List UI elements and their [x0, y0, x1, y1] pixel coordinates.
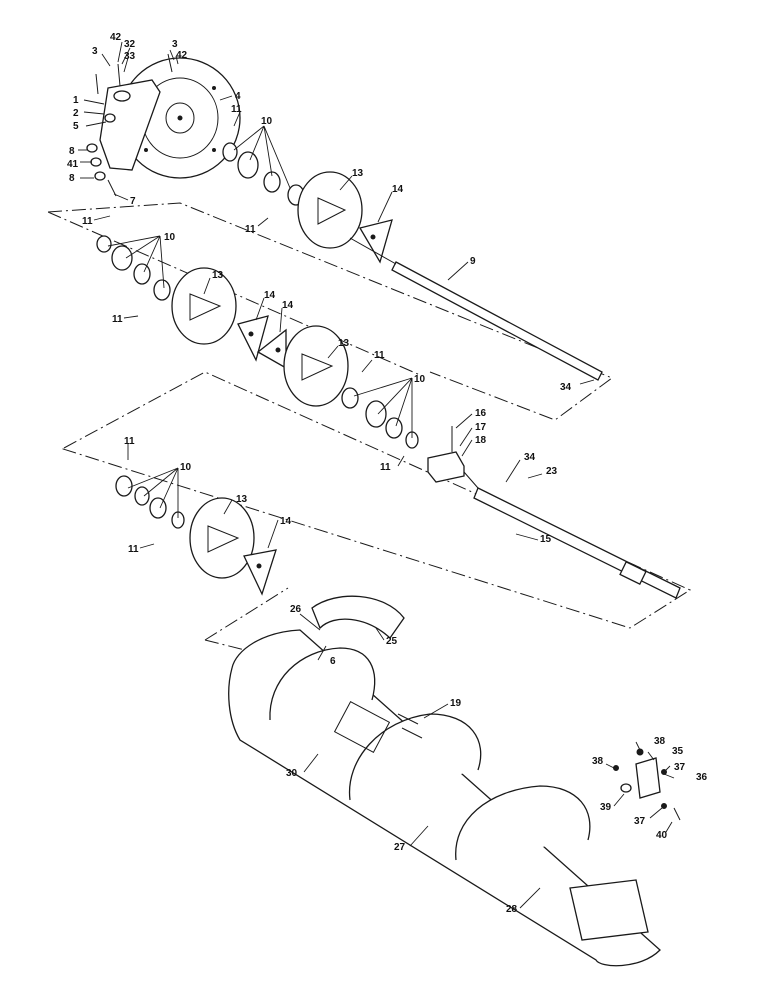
callout-3-b: 3 [172, 39, 178, 50]
callout-25: 25 [386, 636, 398, 647]
auger-tube [228, 629, 661, 967]
callout-28: 28 [506, 904, 518, 915]
callout-6: 6 [330, 656, 336, 667]
callout-14-c: 14 [282, 300, 294, 311]
callout-35: 35 [672, 746, 684, 757]
callout-34-b: 34 [524, 452, 536, 463]
callout-11-f: 11 [380, 462, 391, 473]
callout-13-b: 13 [212, 270, 224, 281]
callout-2: 2 [73, 108, 79, 119]
callout-11-g: 11 [124, 436, 135, 447]
callout-4: 4 [235, 91, 241, 102]
callout-38-a: 38 [654, 736, 666, 747]
callout-11-a: 11 [231, 104, 242, 115]
section-boundary-lower [204, 587, 289, 651]
callout-36: 36 [696, 772, 708, 783]
callout-15: 15 [540, 534, 552, 545]
cover-plate [311, 595, 405, 639]
callout-37-a: 37 [674, 762, 686, 773]
callout-3-a: 3 [92, 46, 98, 57]
callout-11-h: 11 [128, 544, 139, 555]
callout-8-b: 8 [69, 173, 75, 184]
callout-11-b: 11 [82, 216, 93, 227]
callout-11-d: 11 [112, 314, 123, 325]
callout-37-b: 37 [634, 816, 646, 827]
callout-18: 18 [475, 435, 487, 446]
bearing-set-lower [115, 475, 185, 529]
triangle-hub-middle-2 [256, 328, 287, 370]
shaft-tube-15 [463, 471, 681, 599]
auger-disc-lower [189, 497, 255, 579]
callout-13-c: 13 [338, 338, 350, 349]
triangle-hub-lower [243, 549, 277, 596]
callout-labels: 42 3 32 33 3 42 4 1 2 5 11 10 8 41 8 7 1… [67, 32, 708, 915]
leader-lines [78, 41, 675, 909]
callout-11-c: 11 [245, 224, 256, 235]
callout-14-b: 14 [264, 290, 276, 301]
callout-10-a: 10 [261, 116, 273, 127]
callout-23: 23 [546, 466, 558, 477]
callout-27: 27 [394, 842, 406, 853]
callout-30: 30 [286, 768, 298, 779]
callout-10-b: 10 [164, 232, 176, 243]
callout-10-c: 10 [414, 374, 426, 385]
callout-10-d: 10 [180, 462, 192, 473]
bearing-set-middle-1 [96, 235, 171, 301]
callout-39: 39 [600, 802, 612, 813]
callout-17: 17 [475, 422, 487, 433]
callout-13-a: 13 [352, 168, 364, 179]
callout-16: 16 [475, 408, 487, 419]
bearing-set-upper [222, 142, 305, 206]
auger-disc-upper [297, 171, 363, 249]
callout-11-e: 11 [374, 350, 385, 361]
callout-34-a: 34 [560, 382, 572, 393]
callout-40: 40 [656, 830, 668, 841]
callout-14-a: 14 [392, 184, 404, 195]
callout-26: 26 [290, 604, 302, 615]
auger-disc-middle-1 [171, 267, 237, 345]
auger-disc-middle-2 [283, 325, 349, 407]
bearing-set-middle-2 [341, 387, 419, 449]
callout-41: 41 [67, 159, 79, 170]
callout-33: 33 [124, 51, 136, 62]
triangle-hub-upper [358, 219, 393, 264]
callout-7: 7 [130, 196, 136, 207]
triangle-hub-middle-1 [237, 315, 269, 362]
callout-13-d: 13 [236, 494, 248, 505]
callout-14-d: 14 [280, 516, 292, 527]
callout-8-a: 8 [69, 146, 75, 157]
bearing-bracket [99, 79, 161, 171]
section-boundary-middle [59, 371, 692, 629]
callout-42-b: 42 [176, 50, 188, 61]
callout-42-a: 42 [110, 32, 122, 43]
callout-1: 1 [73, 95, 79, 106]
support-block [427, 426, 465, 483]
washers-and-nuts-left [86, 53, 173, 197]
hinge-bracket [613, 748, 681, 821]
callout-32: 32 [124, 39, 136, 50]
hardware-19 [397, 713, 423, 739]
callout-5: 5 [73, 121, 79, 132]
callout-38-b: 38 [592, 756, 604, 767]
callout-19: 19 [450, 698, 462, 709]
callout-9: 9 [470, 256, 476, 267]
shaft-long [349, 237, 603, 381]
